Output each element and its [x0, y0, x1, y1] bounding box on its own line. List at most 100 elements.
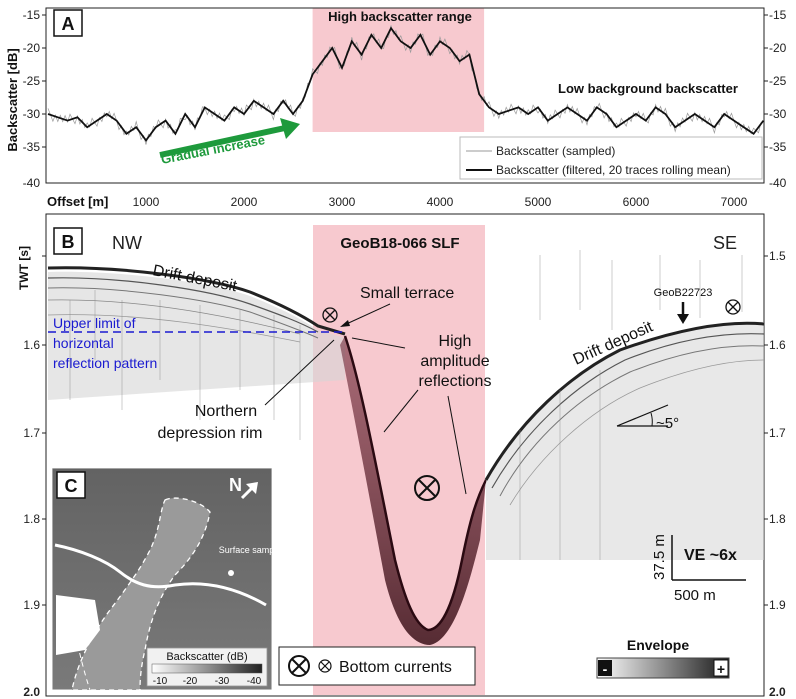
north-label: N — [229, 475, 242, 495]
panel-b-letter: B — [62, 232, 75, 252]
a-ytick-right: -40 — [769, 176, 787, 190]
b-ytick-right: 1.8 — [769, 512, 786, 526]
offset-tick: 2000 — [231, 195, 258, 209]
filtered-series-line — [47, 26, 765, 142]
panel-a-tick-marks — [42, 14, 768, 148]
angle-label: ~5° — [656, 415, 679, 432]
depression-outline — [71, 497, 211, 691]
profile-track — [54, 543, 267, 607]
a-ytick: -20 — [23, 41, 41, 55]
a-ytick-right: -20 — [769, 41, 787, 55]
profile-title: GeoB18-066 SLF — [340, 235, 459, 252]
legend-filtered: Backscatter (filtered, 20 traces rolling… — [496, 163, 731, 177]
a-ytick-right: -15 — [769, 8, 787, 22]
offset-tick: 1000 — [133, 195, 160, 209]
bottom-current-small-icon — [322, 307, 338, 323]
colorbar-tick: -30 — [215, 676, 230, 687]
bottom-currents-legend: Bottom currents — [278, 646, 476, 686]
scale-horizontal-label: 500 m — [674, 587, 716, 604]
panel-b-left-ticks: 1.6 1.7 1.8 1.9 2.0 — [23, 338, 40, 699]
panel-c-letter-box — [56, 471, 86, 499]
b-ytick-right: 1.7 — [769, 426, 786, 440]
panel-a-letter-box — [53, 9, 83, 37]
se-label: SE — [713, 233, 737, 253]
panel-a-right-ticks: -15 -20 -25 -30 -35 -40 — [769, 8, 787, 190]
northern-rim-label: Northern depression rim — [158, 403, 263, 442]
b-ytick: 2.0 — [23, 685, 40, 699]
a-ytick: -35 — [23, 140, 41, 154]
offset-tick: 6000 — [623, 195, 650, 209]
panel-a-highlight — [312, 8, 485, 132]
core-arrow-icon — [677, 302, 689, 324]
colorbar-tick: -40 — [247, 676, 262, 687]
offset-tick: 7000 — [721, 195, 748, 209]
colorbar-title: Backscatter (dB) — [166, 651, 247, 663]
panel-b: 1.6 1.7 1.8 1.9 2.0 1.5 1.6 1.7 1.8 1.9 … — [17, 213, 786, 699]
seismic-profile — [47, 250, 765, 645]
upper-limit-line3: reflection pattern — [53, 355, 157, 371]
small-terrace-label: Small terrace — [360, 285, 454, 302]
b-ytick: 1.8 — [23, 512, 40, 526]
panel-b-ylabel: TWT [s] — [17, 246, 31, 290]
envelope-colorbar — [596, 657, 730, 679]
rim-line2: depression rim — [158, 425, 263, 442]
offset-tick: 3000 — [329, 195, 356, 209]
upper-limit-label: Upper limit of horizontal reflection pat… — [53, 315, 157, 371]
panel-c-letter: C — [65, 476, 78, 496]
gradual-increase-arrow — [159, 118, 300, 158]
panel-a-letter: A — [62, 14, 75, 34]
b-ytick: 1.9 — [23, 598, 40, 612]
colorbar-tick: -10 — [153, 676, 168, 687]
colorbar-tick: -20 — [183, 676, 198, 687]
b-ytick: 1.7 — [23, 426, 40, 440]
high-amp-line2: amplitude — [420, 353, 489, 370]
panel-a: -15 -20 -25 -30 -35 -40 -15 -20 -25 -30 … — [5, 7, 787, 190]
a-ytick-right: -30 — [769, 107, 787, 121]
bottom-current-large-icon — [414, 475, 440, 501]
offset-tick: 5000 — [525, 195, 552, 209]
envelope-title: Envelope — [627, 637, 689, 653]
envelope-plus: + — [717, 661, 725, 677]
envelope-minus: - — [603, 661, 608, 677]
core-label: GeoB22723 — [654, 287, 713, 299]
high-amp-line3: reflections — [419, 373, 492, 390]
b-ytick-right: 2.0 — [769, 685, 786, 699]
high-amp-line1: High — [439, 333, 472, 350]
surface-sample-label: Surface sample — [219, 545, 282, 555]
high-amplitude-label: High amplitude reflections — [419, 333, 492, 390]
nw-label: NW — [112, 233, 142, 253]
panel-c: Surface sample C N Backscatter (dB) -10 … — [51, 467, 282, 691]
a-ytick-right: -35 — [769, 140, 787, 154]
panel-a-ylabel: Backscatter [dB] — [5, 48, 20, 151]
bottom-currents-label: Bottom currents — [339, 659, 452, 676]
b-ytick-right: 1.6 — [769, 338, 786, 352]
north-arrow-icon — [240, 482, 258, 500]
panel-b-letter-box — [53, 227, 83, 255]
scale-bar — [671, 535, 746, 581]
panel-c-colorbar: Backscatter (dB) -10 -20 -30 -40 — [146, 647, 268, 687]
b-ytick-right: 1.5 — [769, 249, 786, 263]
offset-axis-label: Offset [m] — [47, 194, 108, 209]
vertical-exaggeration: VE ~6x — [684, 547, 737, 564]
panel-a-left-ticks: -15 -20 -25 -30 -35 -40 — [23, 8, 41, 190]
upper-limit-line1: Upper limit of — [53, 315, 136, 331]
panel-b-tick-marks — [42, 255, 768, 606]
bottom-current-small-icon — [725, 299, 741, 315]
panel-a-legend: Backscatter (sampled) Backscatter (filte… — [459, 136, 763, 180]
b-ytick: 1.6 — [23, 338, 40, 352]
low-background-label: Low background backscatter — [558, 81, 738, 96]
gradual-increase-label: Gradual increase — [160, 132, 266, 167]
b-ytick-right: 1.9 — [769, 598, 786, 612]
angle-indicator — [616, 404, 669, 427]
a-ytick: -30 — [23, 107, 41, 121]
offset-tick: 4000 — [427, 195, 454, 209]
surface-sample-marker — [228, 570, 234, 576]
scale-vertical-label: 37.5 m — [651, 534, 668, 580]
legend-sampled: Backscatter (sampled) — [496, 144, 615, 158]
a-ytick: -25 — [23, 74, 41, 88]
a-ytick-right: -25 — [769, 74, 787, 88]
a-ytick: -15 — [23, 8, 41, 22]
white-patch — [56, 595, 100, 655]
upper-limit-line2: horizontal — [53, 335, 114, 351]
